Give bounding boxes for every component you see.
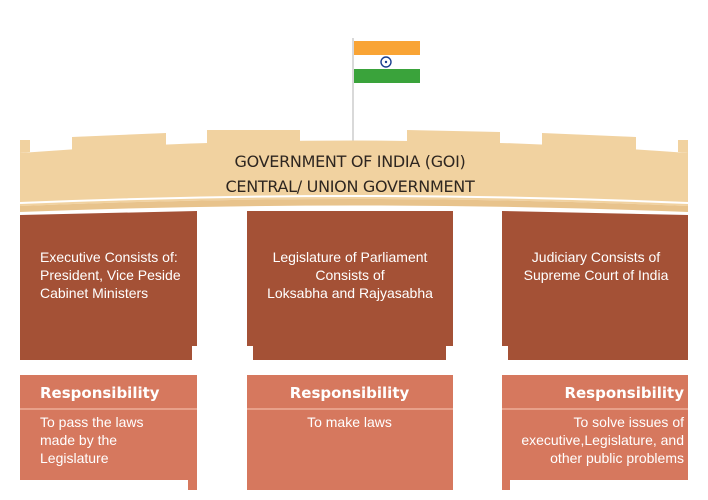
judiciary-box (502, 211, 688, 360)
india-flag-icon (352, 38, 420, 148)
executive-heading: Executive Consists of: President, Vice P… (40, 249, 181, 301)
judiciary-responsibility-box (502, 375, 688, 490)
legislature-responsibility-text: To make laws (307, 414, 392, 430)
legislature-box (247, 211, 453, 360)
judiciary-heading: Judiciary Consists of Supreme Court of I… (523, 249, 669, 283)
judiciary-responsibility-label: Responsibility (564, 384, 684, 402)
header-title-line2: CENTRAL/ UNION GOVERNMENT (225, 177, 475, 196)
executive-responsibility-label: Responsibility (40, 384, 160, 402)
legislature-responsibility-label: Responsibility (289, 384, 410, 402)
ashoka-chakra-icon (380, 56, 392, 68)
legislature-responsibility-box (247, 375, 453, 490)
banner (19, 130, 689, 212)
executive-box (20, 211, 197, 360)
executive-responsibility-box (20, 375, 197, 490)
legislature-heading: Legislature of Parliament Consists of Lo… (267, 249, 433, 301)
judiciary-responsibility-text: To solve issues of executive,Legislature… (521, 414, 684, 466)
executive-responsibility-text: To pass the laws made by the Legislature (40, 414, 144, 466)
header-title-line1: GOVERNMENT OF INDIA (GOI) (234, 152, 466, 171)
